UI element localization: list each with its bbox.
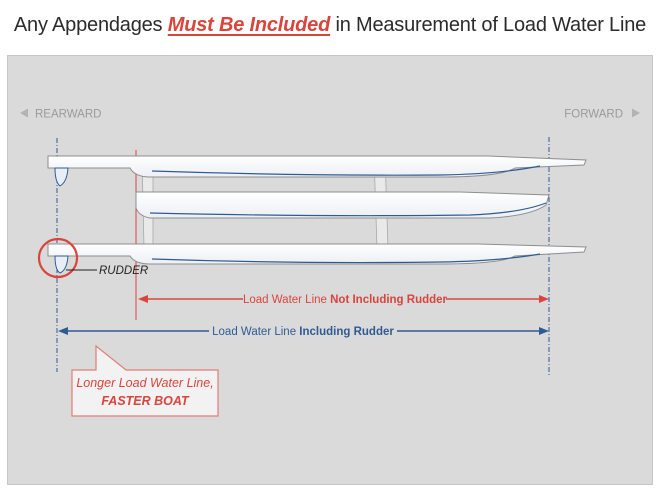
lwl-incl-label-bold: Including Rudder bbox=[299, 326, 394, 338]
callout-line1: Longer Load Water Line, bbox=[76, 376, 214, 390]
svg-text:Load Water Line Including Rudd: Load Water Line Including Rudder bbox=[212, 326, 394, 338]
svg-text:Load Water Line Not Including: Load Water Line Not Including Rudder bbox=[243, 294, 448, 306]
title-prefix: Any Appendages bbox=[13, 14, 168, 36]
top-float bbox=[47, 155, 587, 187]
red-arrowhead-left-icon bbox=[138, 295, 148, 303]
diagram-title: Any Appendages Must Be Included in Measu… bbox=[0, 14, 660, 37]
blue-arrowhead-left-icon bbox=[58, 327, 68, 335]
callout-box bbox=[71, 344, 219, 417]
forward-arrow-icon bbox=[632, 108, 640, 118]
callout-text: Longer Load Water Line, FASTER BOAT bbox=[72, 370, 218, 416]
lwl-not-label-prefix: Load Water Line bbox=[243, 294, 330, 306]
title-emphasis: Must Be Included bbox=[167, 14, 331, 36]
bottom-float bbox=[47, 243, 587, 274]
blue-arrowhead-right-icon bbox=[539, 327, 549, 335]
red-arrowhead-right-icon bbox=[539, 295, 549, 303]
rearward-label: REARWARD bbox=[35, 109, 101, 121]
lwl-not-label-bold: Not Including Rudder bbox=[330, 294, 447, 306]
rudder-label: RUDDER bbox=[99, 265, 148, 277]
lwl-incl-label-prefix: Load Water Line bbox=[212, 326, 299, 338]
lwl-including-rudder: Load Water Line Including Rudder bbox=[58, 326, 549, 338]
rudder-highlight-circle bbox=[37, 237, 79, 279]
center-hull bbox=[135, 191, 550, 219]
callout-line2: FASTER BOAT bbox=[101, 394, 189, 408]
title-suffix: in Measurement of Load Water Line bbox=[330, 14, 647, 36]
lwl-not-including-rudder: Load Water Line Not Including Rudder bbox=[138, 294, 549, 306]
forward-label: FORWARD bbox=[564, 109, 623, 121]
rearward-arrow-icon bbox=[20, 108, 28, 118]
